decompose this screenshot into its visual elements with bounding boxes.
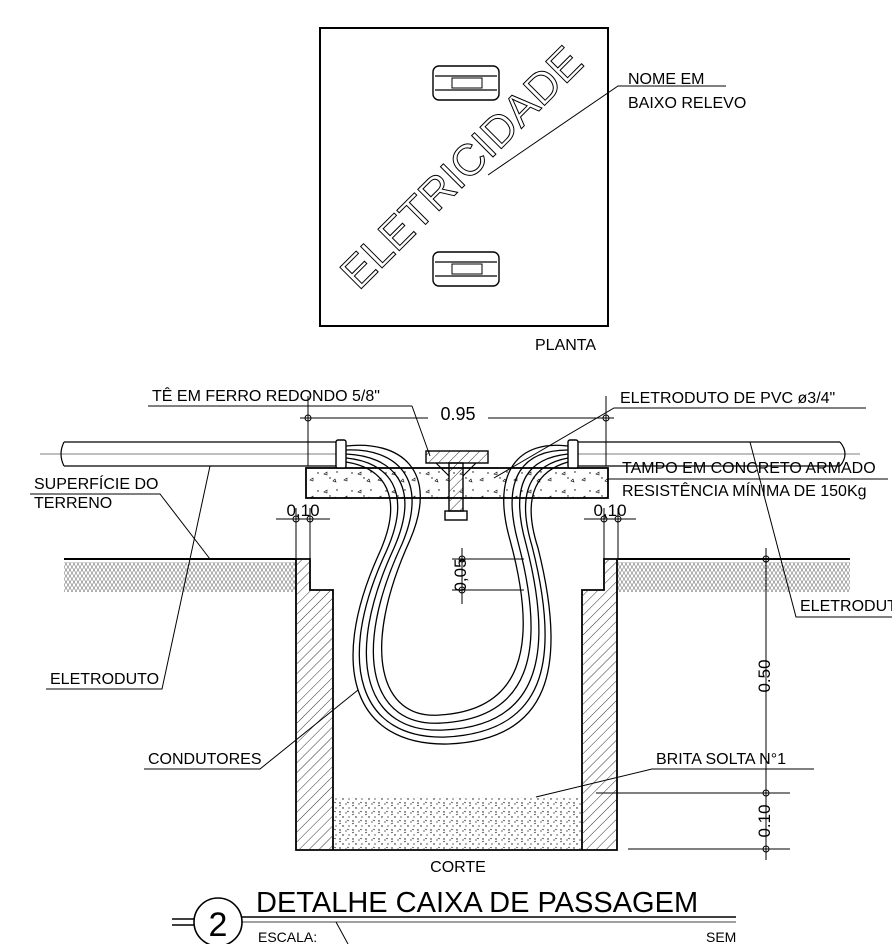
tee-label: TÊ EM FERRO REDONDO 5/8" bbox=[152, 386, 380, 405]
section-view: TÊ EM FERRO REDONDO 5/8" ELETRODUTO DE P… bbox=[30, 386, 892, 876]
lifting-handle-top bbox=[432, 65, 500, 101]
lid-label-group: TAMPO EM CONCRETO ARMADO RESISTÊNCIA MÍN… bbox=[608, 460, 888, 500]
ground-label-line2: TERRENO bbox=[34, 495, 112, 512]
embossed-name-leader bbox=[487, 85, 726, 176]
dimension-gravel-label: 0.10 bbox=[755, 804, 774, 837]
dimension-recess bbox=[452, 548, 524, 604]
dimension-recess-label: 0,05 bbox=[451, 558, 470, 591]
plan-view: ELETRICIDADE NOME EM BAIXO RELEVO PLANTA bbox=[319, 27, 746, 354]
conduit-left-label-group: ELETRODUTO bbox=[46, 465, 211, 690]
lifting-handle-bottom bbox=[432, 251, 500, 287]
dimension-rim-left bbox=[276, 508, 330, 559]
cover-outline bbox=[319, 27, 609, 327]
ground-label-group: SUPERFÍCIE DO TERRENO bbox=[30, 474, 211, 560]
dimension-rim-left-label: 0,10 bbox=[286, 501, 319, 520]
dimension-width-mask bbox=[428, 403, 488, 423]
conductors-label: CONDUTORES bbox=[148, 751, 262, 768]
detail-number: 2 bbox=[209, 906, 228, 944]
dimension-rim-right bbox=[584, 508, 636, 559]
gravel-label: BRITA SOLTA N°1 bbox=[656, 751, 786, 768]
conduit-left-label: ELETRODUTO bbox=[50, 671, 159, 688]
conductors-label-group: CONDUTORES bbox=[144, 689, 359, 770]
ground-surface bbox=[64, 558, 850, 592]
dimension-width-label: 0.95 bbox=[440, 404, 475, 424]
pvc-conduit-label-group: ELETRODUTO DE PVC ø3/4" bbox=[493, 390, 866, 479]
conduit-left bbox=[40, 439, 347, 469]
pvc-conduit-label: ELETRODUTO DE PVC ø3/4" bbox=[620, 390, 835, 407]
dimension-rim-right-label: 0,10 bbox=[593, 501, 626, 520]
tee-label-group: TÊ EM FERRO REDONDO 5/8" bbox=[148, 386, 431, 457]
ground-label-line1: SUPERFÍCIE DO bbox=[34, 474, 158, 493]
conductors-bundle bbox=[345, 444, 569, 745]
conduit-right bbox=[567, 439, 860, 469]
gravel-layer bbox=[334, 797, 581, 849]
conduit-right-label-group: ELETRODUTO bbox=[749, 441, 892, 618]
section-view-label: CORTE bbox=[430, 859, 486, 876]
iron-tee-handle bbox=[425, 450, 489, 521]
lid-label-line2: RESISTÊNCIA MÍNIMA DE 150Kg bbox=[622, 481, 867, 500]
box-walls bbox=[295, 558, 618, 851]
scale-label: ESCALA: bbox=[258, 929, 317, 944]
lid-label-line1: TAMPO EM CONCRETO ARMADO bbox=[622, 460, 876, 477]
dimension-depth bbox=[596, 548, 790, 860]
title-block: 2 DETALHE CAIXA DE PASSAGEM ESCALA: SEM bbox=[172, 887, 736, 944]
conduit-right-label: ELETRODUTO bbox=[800, 598, 892, 615]
embossed-name-note-line1: NOME EM bbox=[628, 71, 704, 88]
plan-view-label: PLANTA bbox=[535, 337, 596, 354]
scale-value: SEM bbox=[706, 929, 736, 944]
gravel-label-group: BRITA SOLTA N°1 bbox=[535, 751, 814, 798]
embossed-name-note-line2: BAIXO RELEVO bbox=[628, 95, 746, 112]
dimension-depth-label: 0.50 bbox=[755, 659, 774, 692]
detail-title: DETALHE CAIXA DE PASSAGEM bbox=[256, 887, 698, 919]
